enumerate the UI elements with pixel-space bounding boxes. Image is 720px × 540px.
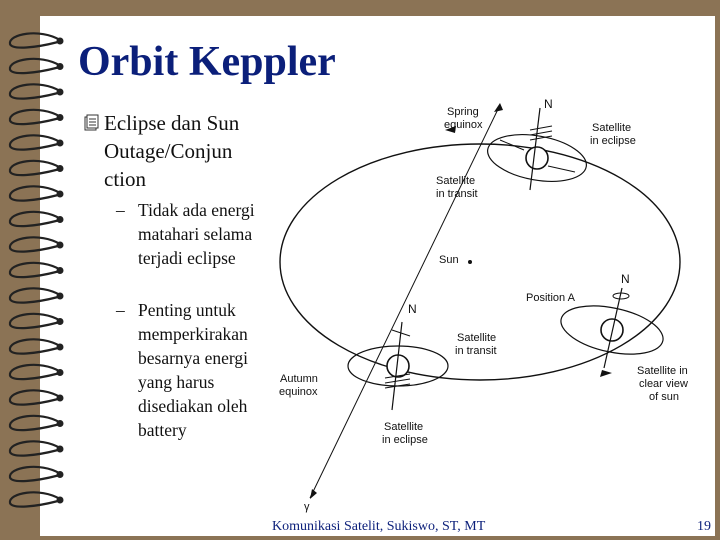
binding-ring <box>8 236 61 253</box>
label-sat-eclipse-bottom-1: Satellite <box>384 421 423 433</box>
binding-ring <box>8 338 61 355</box>
sub-bullet-text: Penting untuk memperkirakan besarnya ene… <box>138 300 248 440</box>
orbit-arrow-top <box>445 126 456 133</box>
binding-hole <box>56 496 64 504</box>
label-spring: Spring <box>447 106 479 118</box>
label-sat-eclipse-top-2: in eclipse <box>590 135 636 147</box>
binding-hole <box>56 88 64 96</box>
label-autumn-equinox: equinox <box>279 386 318 398</box>
label-sat-eclipse-top-1: Satellite <box>592 122 631 134</box>
orbit-diagram: Spring equinox N Satellite in eclipse Sa… <box>279 97 688 513</box>
satellite-top <box>487 107 587 191</box>
binding-ring <box>8 491 61 508</box>
binding-hole <box>56 165 64 172</box>
equinox-line <box>309 104 501 499</box>
orbit-arrow-bottom <box>600 370 612 377</box>
binding-ring <box>8 134 61 151</box>
page-number: 19 <box>697 519 711 534</box>
binding-ring <box>8 210 61 228</box>
label-north-left: N <box>408 302 417 316</box>
sub-bullet-dash: – <box>116 200 125 220</box>
label-north-top: N <box>544 97 553 111</box>
binding-hole <box>56 318 64 325</box>
spiral-binding <box>8 32 64 508</box>
equinox-arrow-top <box>494 103 503 112</box>
binding-ring <box>8 414 61 432</box>
binding-ring <box>8 261 61 279</box>
binding-ring <box>8 32 61 49</box>
binding-hole <box>56 292 64 300</box>
label-sat-clear-3: of sun <box>649 391 679 403</box>
slide-title: Orbit Keppler <box>78 39 336 85</box>
binding-ring <box>8 440 61 457</box>
satellite-right <box>560 287 664 369</box>
binding-hole <box>56 241 64 249</box>
label-sat-clear-2: clear view <box>639 378 688 390</box>
binding-ring <box>8 83 61 100</box>
sub-bullet-2: – Penting untuk memperkirakan besarnya e… <box>116 298 276 442</box>
label-sun: Sun <box>439 254 459 266</box>
binding-ring <box>8 108 61 126</box>
binding-hole <box>56 420 64 427</box>
label-sat-clear-1: Satellite in <box>637 365 688 377</box>
label-sat-eclipse-bottom-2: in eclipse <box>382 434 428 446</box>
binding-hole <box>56 139 64 147</box>
binding-hole <box>56 190 64 198</box>
binding-hole <box>56 471 64 478</box>
binding-hole <box>56 63 64 70</box>
sub-bullet-text: Tidak ada energi matahari selama terjadi… <box>138 200 255 268</box>
bullet-icon <box>84 114 99 131</box>
sub-bullet-1: – Tidak ada energi matahari selama terja… <box>116 198 276 270</box>
binding-hole <box>56 445 64 453</box>
binding-ring <box>8 159 61 177</box>
equinox-arrow-bottom <box>310 489 317 499</box>
label-spring-equinox: equinox <box>444 119 483 131</box>
binding-ring <box>8 185 61 202</box>
orbit-ellipse <box>279 143 681 381</box>
binding-hole <box>56 37 64 45</box>
binding-hole <box>56 216 64 223</box>
binding-hole <box>56 394 64 402</box>
sub-bullet-dash: – <box>116 300 125 320</box>
binding-ring <box>8 465 61 483</box>
label-position-a: Position A <box>526 292 576 304</box>
label-sat-transit-bottom-2: in transit <box>455 345 497 357</box>
sun-point <box>468 260 472 264</box>
label-north-right: N <box>621 272 630 286</box>
binding-ring <box>8 287 61 304</box>
slide-page <box>40 16 715 536</box>
binding-ring <box>8 57 61 75</box>
label-sat-transit-bottom-1: Satellite <box>457 332 496 344</box>
binding-ring <box>8 312 61 330</box>
binding-hole <box>56 114 64 121</box>
label-autumn: Autumn <box>280 373 318 385</box>
binding-ring <box>8 363 61 381</box>
main-bullet-text: Eclipse dan Sun Outage/Conjun ction <box>104 111 240 191</box>
label-sat-transit-top-1: Satellite <box>436 175 475 187</box>
binding-hole <box>56 369 64 376</box>
binding-hole <box>56 343 64 351</box>
slide-footer: Komunikasi Satelit, Sukiswo, ST, MT <box>272 519 486 534</box>
label-gamma: γ <box>304 501 310 513</box>
label-sat-transit-top-2: in transit <box>436 188 478 200</box>
satellite-bottom <box>347 321 449 411</box>
binding-ring <box>8 389 61 406</box>
binding-hole <box>56 267 64 274</box>
